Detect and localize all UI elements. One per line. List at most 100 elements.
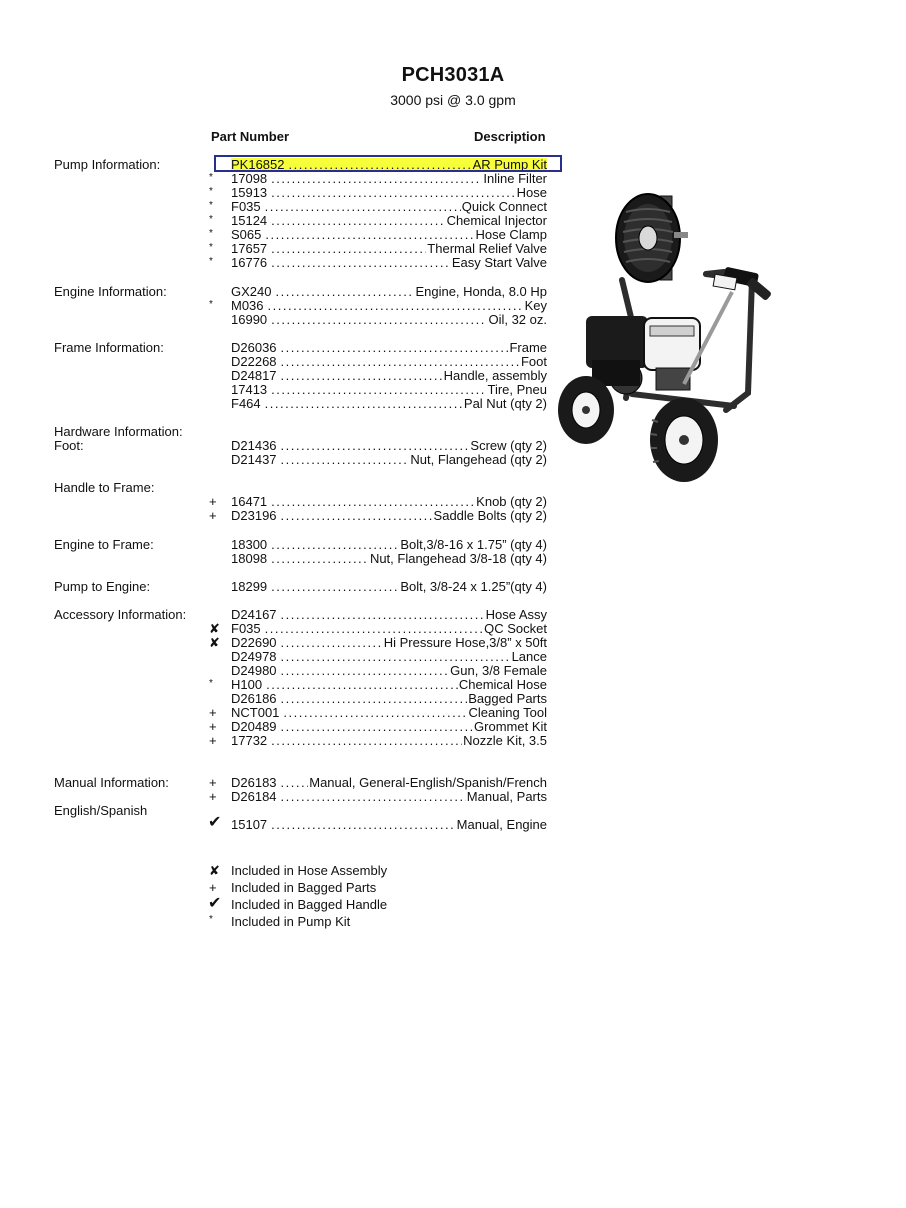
part-number: D23196 — [231, 509, 277, 523]
section-pump: Pump Information: — [54, 157, 161, 172]
part-marker: + — [209, 775, 217, 790]
part-description: Nut, Flangehead (qty 2) — [410, 453, 547, 467]
dot-leader: ........................................… — [265, 228, 475, 242]
part-entry: D26184..................................… — [231, 790, 547, 804]
pressure-washer-illustration — [558, 193, 771, 482]
dot-leader: ........................................… — [288, 158, 472, 172]
part-description: Saddle Bolts (qty 2) — [433, 509, 547, 523]
part-row: PK16852.................................… — [205, 158, 547, 172]
part-row: ✘D22690.................................… — [205, 636, 547, 650]
part-marker: + — [209, 508, 217, 523]
part-number: M036 — [231, 299, 264, 313]
part-row: +17732..................................… — [205, 734, 547, 748]
part-number: D22268 — [231, 355, 277, 369]
part-row: 17413...................................… — [205, 383, 547, 397]
part-marker: * — [209, 228, 213, 239]
part-row: D24980..................................… — [205, 664, 547, 678]
part-number: F035 — [231, 200, 261, 214]
part-entry: D26183..................................… — [231, 776, 547, 790]
dot-leader: ........................................… — [280, 608, 485, 622]
part-number: D21436 — [231, 439, 277, 453]
section-engine-to-frame: Engine to Frame: — [54, 537, 154, 552]
part-entry: 18299...................................… — [231, 580, 547, 594]
part-marker: + — [209, 719, 217, 734]
part-entry: 16776...................................… — [231, 256, 547, 270]
part-row: + D20489.................................… — [205, 720, 547, 734]
part-entry: D23196..................................… — [231, 509, 547, 523]
part-marker: * — [209, 200, 213, 211]
dot-leader: ........................................… — [280, 341, 509, 355]
part-number: D26036 — [231, 341, 277, 355]
page-subtitle: 3000 psi @ 3.0 gpm — [390, 92, 516, 108]
dot-leader: ........................................… — [271, 580, 399, 594]
dot-leader: ........................................… — [280, 439, 470, 453]
part-marker: + — [209, 789, 217, 804]
legend-text: Included in Bagged Handle — [231, 897, 388, 912]
part-row: +NCT001.................................… — [205, 706, 547, 720]
part-number: S065 — [231, 228, 262, 242]
part-marker: * — [209, 299, 213, 310]
part-row: *15124..................................… — [205, 214, 547, 228]
part-description: Manual, General-English/Spanish/French — [309, 776, 547, 790]
part-row: *16776..................................… — [205, 256, 547, 270]
part-marker: + — [209, 494, 217, 509]
legend-marker: ✘ — [209, 863, 220, 878]
part-number: D24978 — [231, 650, 277, 664]
description-header: Description — [474, 129, 546, 144]
part-row: * H100...................................… — [205, 678, 547, 692]
part-description: Key — [524, 299, 547, 313]
dot-leader: ........................................… — [271, 734, 462, 748]
part-row: D24817..................................… — [205, 369, 547, 383]
part-row: D24167..................................… — [205, 608, 547, 622]
section-english-spanish: English/Spanish — [54, 803, 148, 818]
part-number: 18300 — [231, 538, 268, 552]
legend-text: Included in Hose Assembly — [231, 863, 388, 878]
part-entry: D22268..................................… — [231, 355, 547, 369]
part-row: + D23196.................................… — [205, 509, 547, 523]
part-row: *17657..................................… — [205, 242, 547, 256]
dot-leader: ........................................… — [280, 355, 520, 369]
legend-item: +Included in Bagged Parts — [205, 880, 545, 896]
section-manual: Manual Information: — [54, 775, 169, 790]
part-description: Nozzle Kit, 3.5 — [463, 734, 547, 748]
part-description: Frame — [509, 341, 547, 355]
part-row: + D26183.................................… — [205, 776, 547, 790]
part-entry: 17413...................................… — [231, 383, 547, 397]
part-row: ✔15107..................................… — [205, 815, 547, 832]
part-number: 18098 — [231, 552, 268, 566]
part-description: Quick Connect — [461, 200, 547, 214]
part-entry: PK16852.................................… — [231, 158, 547, 172]
legend-text: Included in Pump Kit — [231, 914, 351, 929]
legend-text: Included in Bagged Parts — [231, 880, 377, 895]
part-description: Chemical Hose — [458, 678, 547, 692]
dot-leader: ........................................… — [280, 636, 383, 650]
part-description: Engine, Honda, 8.0 Hp — [415, 285, 547, 299]
legend-marker: * — [209, 914, 213, 925]
part-entry: F464....................................… — [231, 397, 547, 411]
part-marker: + — [209, 733, 217, 748]
part-entry: D24817..................................… — [231, 369, 547, 383]
part-marker: * — [209, 678, 213, 689]
part-row: *M036...................................… — [205, 299, 547, 313]
part-row: D21437..................................… — [205, 453, 547, 467]
part-description: Knob (qty 2) — [476, 495, 547, 509]
part-number: 17098 — [231, 172, 268, 186]
part-row: 18098...................................… — [205, 552, 547, 566]
part-number: D24167 — [231, 608, 277, 622]
dot-leader: ........................................… — [280, 664, 450, 678]
rear-wheel — [650, 398, 718, 482]
dot-leader: ........................................… — [271, 818, 456, 832]
part-description: Hi Pressure Hose,3/8” x 50ft — [383, 636, 547, 650]
part-row: 18300...................................… — [205, 538, 547, 552]
part-entry: 17657...................................… — [231, 242, 547, 256]
part-description: QC Socket — [484, 622, 547, 636]
part-marker: + — [209, 705, 217, 720]
dot-leader: ........................................… — [280, 720, 473, 734]
part-description: Nut, Flangehead 3/8-18 (qty 4) — [369, 552, 547, 566]
part-entry: H100....................................… — [231, 678, 547, 692]
part-number: D21437 — [231, 453, 277, 467]
part-entry: 18098...................................… — [231, 552, 547, 566]
hose-reel — [615, 193, 688, 283]
part-entry: D20489..................................… — [231, 720, 547, 734]
